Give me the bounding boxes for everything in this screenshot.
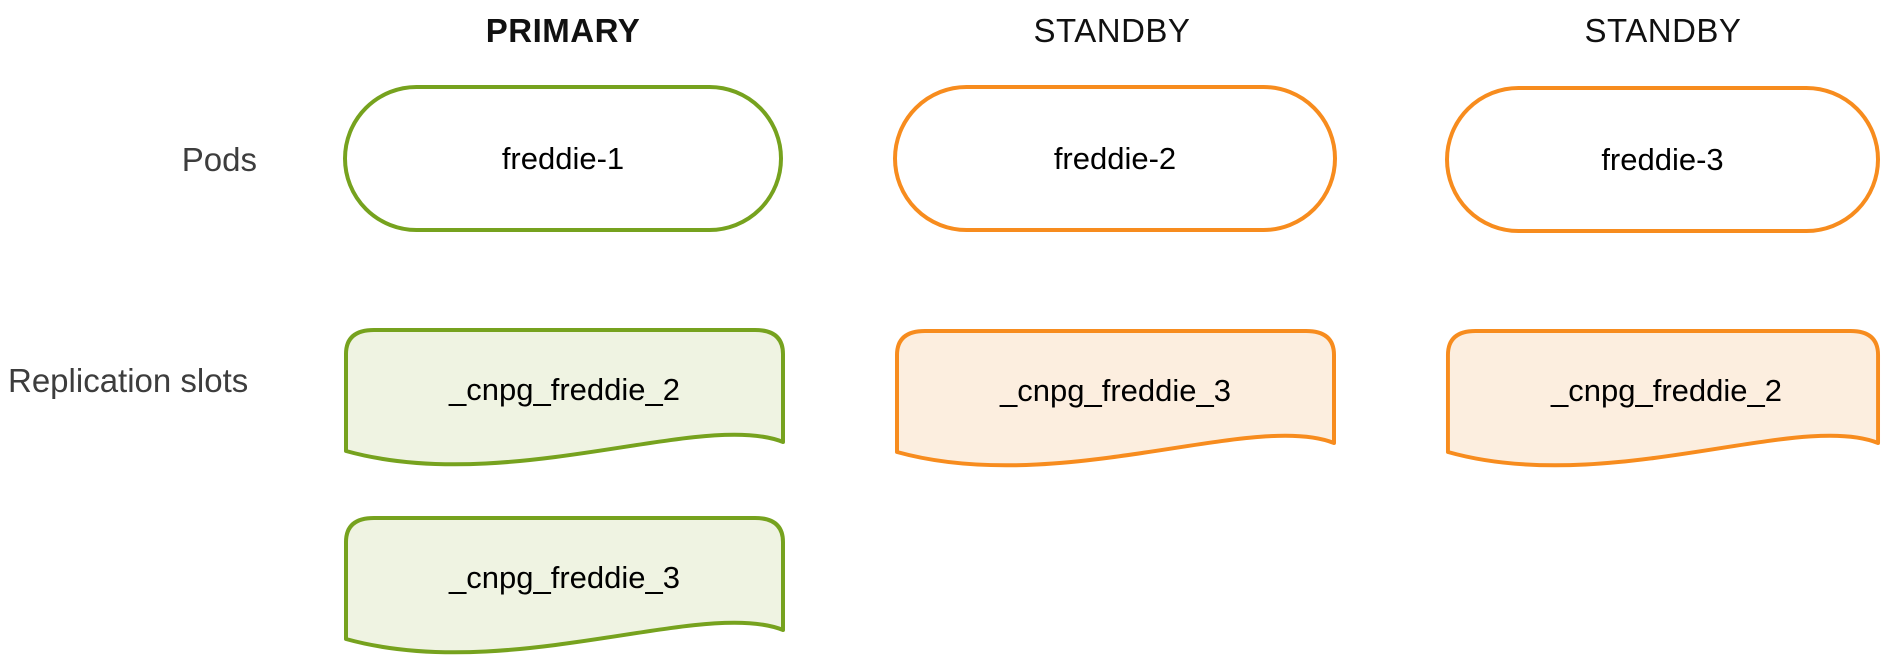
pod-node-freddie-1: freddie-1	[343, 85, 783, 232]
pod-node-freddie-2: freddie-2	[893, 85, 1337, 232]
replication-slot-label: _cnpg_freddie_3	[449, 560, 680, 595]
document-shape	[344, 516, 785, 655]
replication-slot-doc-standby-2: _cnpg_freddie_2	[1445, 325, 1881, 477]
replication-slot-label: _cnpg_freddie_3	[1000, 373, 1231, 408]
row-label-pods: Pods	[181, 141, 257, 178]
column-header-primary: PRIMARY	[485, 12, 641, 49]
column-header-standby-1: STANDBY	[1033, 12, 1191, 49]
pod-node-label: freddie-1	[501, 140, 625, 176]
pod-node-label: freddie-3	[1601, 141, 1724, 177]
document-shape	[1445, 329, 1881, 468]
pod-node-freddie-3: freddie-3	[1445, 86, 1880, 233]
replication-slot-doc-standby-1: _cnpg_freddie_3	[894, 325, 1337, 477]
pod-node-label: freddie-2	[1053, 140, 1177, 176]
column-header-standby-2: STANDBY	[1584, 12, 1742, 49]
row-label-replication-slots: Replication slots	[8, 362, 249, 399]
document-shape	[895, 329, 1336, 468]
document-shape	[344, 328, 785, 467]
replication-slot-label: _cnpg_freddie_2	[1551, 373, 1782, 408]
replication-slot-doc-primary-1: _cnpg_freddie_2	[343, 324, 786, 476]
replication-slot-label: _cnpg_freddie_2	[449, 372, 680, 407]
replication-slot-doc-primary-2: _cnpg_freddie_3	[343, 512, 786, 662]
